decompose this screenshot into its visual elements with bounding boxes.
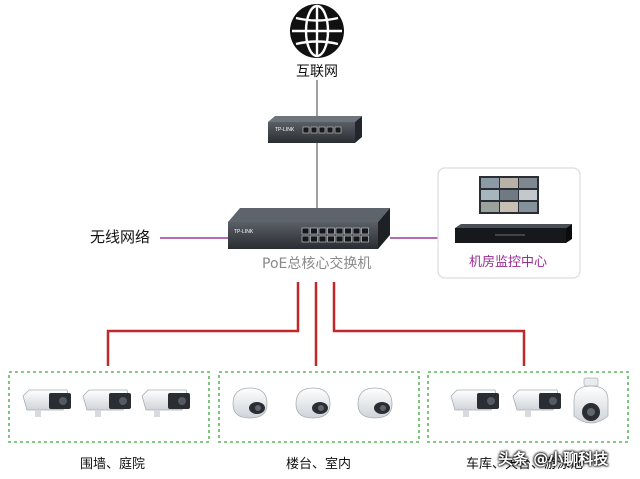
switch-icon: TP-LINK — [228, 208, 390, 249]
link-switch-group3 — [332, 282, 526, 366]
switch-port — [327, 235, 335, 243]
link-switch-group1 — [106, 282, 300, 366]
camera-group-3-label: 车库、天台、游泳池 — [466, 457, 584, 472]
dome-camera-icon — [232, 387, 268, 419]
dome-camera-icon — [357, 387, 393, 419]
dome-camera-icon — [295, 387, 331, 419]
globe-icon — [290, 4, 344, 58]
bullet-camera-icon — [22, 389, 71, 417]
switch-port — [310, 235, 318, 243]
control-center-label: 机房监控中心 — [469, 255, 548, 270]
camera-group-2-frame — [218, 371, 420, 443]
ptz-camera-icon — [573, 377, 609, 424]
control-center — [437, 167, 581, 279]
core-switch-label: PoE总核心交换机 — [262, 256, 372, 272]
switch-port — [327, 227, 335, 235]
monitor-wall-icon — [479, 176, 539, 214]
watermark: 头条 @小聊科技 — [498, 450, 609, 468]
switch-port — [344, 227, 352, 235]
camera-group-1-label: 围墙、庭院 — [80, 457, 146, 472]
switch-ports — [301, 227, 369, 243]
camera-group-2-label: 楼台、室内 — [286, 457, 352, 472]
connections — [106, 80, 526, 366]
switch-port — [361, 235, 369, 243]
svg-text:TP-LINK: TP-LINK — [275, 127, 295, 133]
svg-text:TP-LINK: TP-LINK — [234, 229, 254, 235]
camera-group-1-frame — [8, 371, 210, 443]
switch-port — [344, 235, 352, 243]
switch-port — [310, 227, 318, 235]
wireless-network-label: 无线网络 — [90, 228, 151, 246]
bullet-camera-icon — [82, 389, 131, 417]
internet-label: 互联网 — [296, 64, 338, 80]
router-icon: TP-LINK — [268, 116, 362, 143]
bullet-camera-icon — [512, 389, 561, 417]
bullet-camera-icon — [450, 389, 499, 417]
switch-port — [318, 227, 327, 235]
camera-group-3-frame — [427, 371, 629, 443]
switch-port — [335, 235, 344, 243]
camera-group-frames — [8, 371, 629, 443]
bullet-camera-icon — [141, 389, 190, 417]
switch-port — [335, 227, 344, 235]
nvr-icon — [455, 224, 572, 243]
switch-port — [301, 227, 310, 235]
switch-port — [352, 227, 361, 235]
switch-port — [318, 235, 327, 243]
switch-port — [352, 235, 361, 243]
switch-port — [361, 227, 369, 235]
switch-port — [301, 235, 310, 243]
